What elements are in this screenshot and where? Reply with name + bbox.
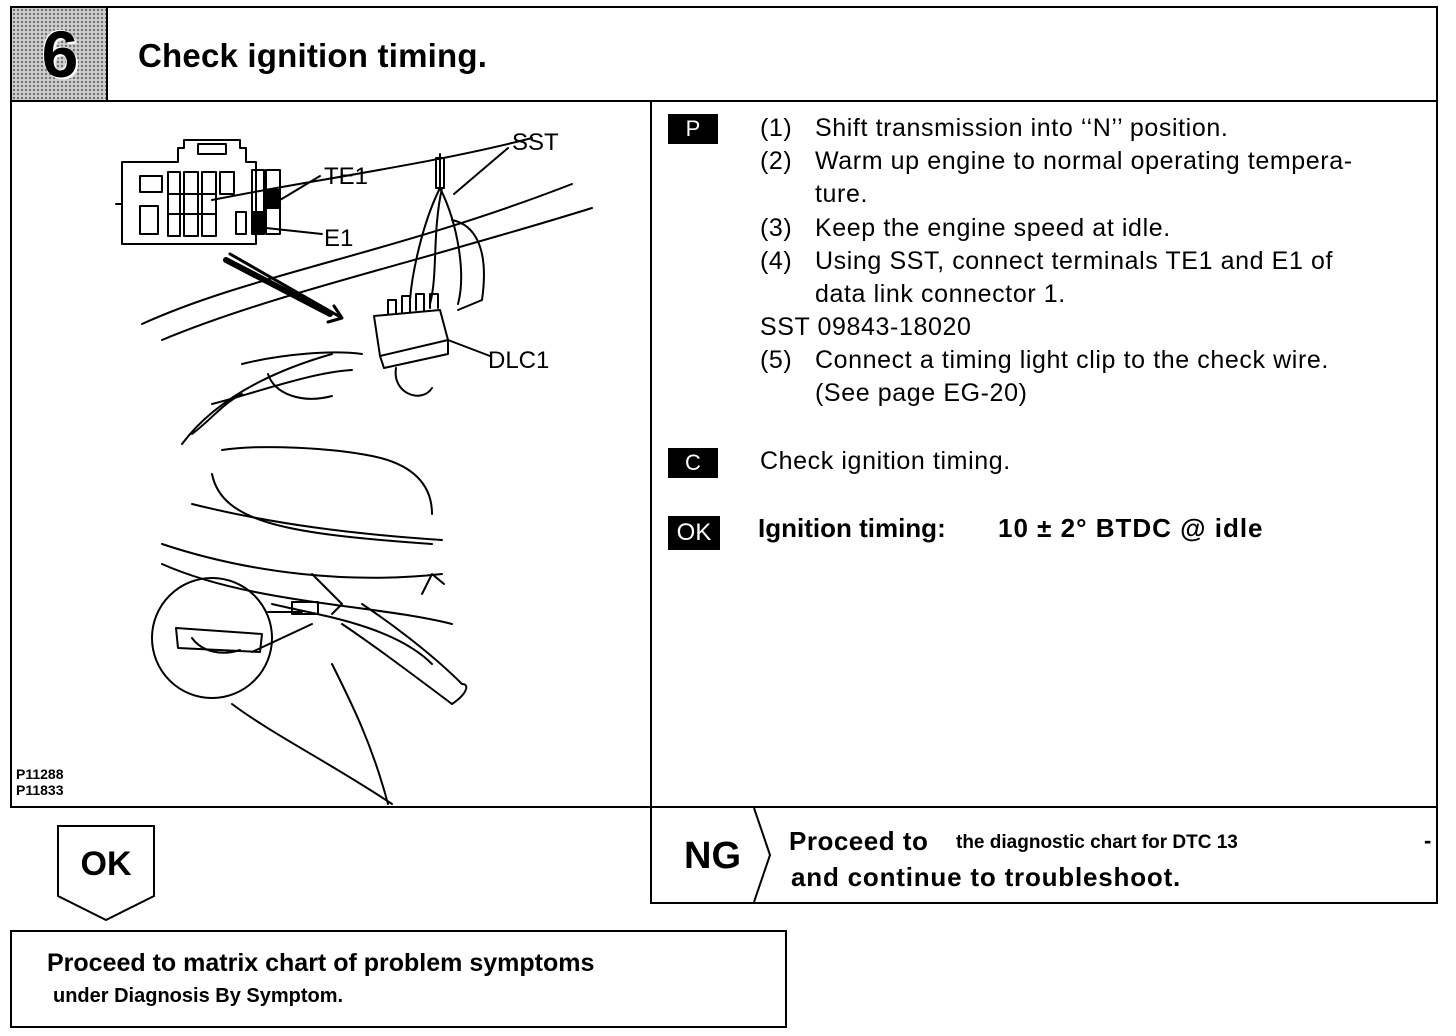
label-e1: E1	[324, 225, 353, 252]
ng-label: NG	[684, 835, 741, 877]
step-number: (4)	[760, 247, 793, 275]
figure-code: P11288	[16, 766, 64, 782]
step-number: (2)	[760, 147, 793, 175]
step-number: (3)	[760, 214, 793, 242]
step-number: (5)	[760, 346, 793, 374]
step-header	[10, 6, 1438, 102]
sst-part-number: SST 09843-18020	[760, 313, 972, 341]
ng-trailing-mark: -	[1424, 828, 1432, 853]
spec-value: 10 ± 2° BTDC @ idle	[998, 513, 1264, 543]
step-text: Using SST, connect terminals TE1 and E1 …	[815, 247, 1334, 275]
label-te1: TE1	[324, 163, 368, 190]
step-number-box	[12, 8, 108, 100]
figure-code: P11833	[16, 782, 64, 798]
ok-action-text: Proceed to matrix chart of problem sympt…	[47, 949, 595, 977]
step-text: Shift transmission into ‘‘N’’ position.	[815, 114, 1229, 142]
figure-codes: P11288 P11833	[16, 766, 64, 798]
step-number: (1)	[760, 114, 793, 142]
step-text: Keep the engine speed at idle.	[815, 214, 1171, 242]
ok-arrow-shape	[57, 825, 155, 922]
ng-result-box	[650, 806, 1438, 904]
spec-label: Ignition timing:	[758, 513, 946, 543]
connector-face-diagram	[115, 139, 281, 245]
step-number: 6	[41, 17, 79, 91]
ng-chevron	[753, 807, 772, 903]
step-text: ture.	[815, 180, 869, 208]
ok-label: OK	[80, 845, 132, 883]
ok-badge: OK	[668, 516, 720, 550]
ng-action-text: Proceed to	[789, 826, 929, 856]
step-text: data link connector 1.	[815, 280, 1066, 308]
label-sst: SST	[512, 129, 559, 156]
connector-illustration: SST TE1 E1 DLC1	[115, 129, 593, 805]
step-text: (See page EG-20)	[815, 379, 1028, 407]
label-dlc1: DLC1	[488, 347, 549, 374]
step-text: Warm up engine to normal operating tempe…	[815, 147, 1353, 175]
ng-action-target: the diagnostic chart for DTC 13	[956, 832, 1238, 853]
ng-action-continue: and continue to troubleshoot.	[791, 862, 1182, 892]
prepare-badge: P	[668, 114, 718, 144]
panel-divider	[650, 102, 652, 902]
step-text: Connect a timing light clip to the check…	[815, 346, 1329, 374]
ok-action-detail: under Diagnosis By Symptom.	[53, 985, 344, 1007]
step-title: Check ignition timing.	[138, 37, 488, 74]
ok-result-box	[10, 930, 787, 1028]
check-badge: C	[668, 448, 718, 478]
check-text: Check ignition timing.	[760, 447, 1011, 475]
